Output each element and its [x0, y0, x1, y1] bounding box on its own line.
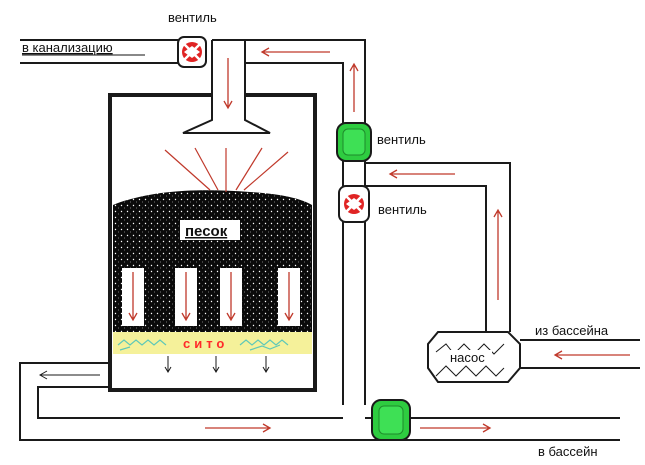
valve-green-top-icon[interactable] [336, 122, 372, 162]
pump-outlet-arrow-left [388, 169, 455, 179]
bottom-arrow-2 [420, 423, 492, 433]
sieve-label: сито [183, 336, 228, 351]
under-sieve-arrows [164, 356, 270, 373]
sand-label-bg [180, 220, 240, 240]
pump-icon [427, 331, 521, 383]
top-funnel [182, 40, 271, 134]
top-pipe-arrow [260, 47, 330, 57]
valve-top-label: вентиль [168, 10, 217, 25]
valve-top-icon[interactable] [177, 36, 207, 68]
bottom-arrow-1 [205, 423, 272, 433]
sewer-pipe [20, 39, 178, 64]
riser-pipe [342, 160, 366, 186]
valve-green-bottom-icon[interactable] [371, 399, 411, 441]
valve-middle-label: вентиль [378, 202, 427, 217]
outlet-arrow-left [38, 370, 100, 380]
valve-green-label: вентиль [377, 132, 426, 147]
pool-inlet-arrow [553, 350, 630, 360]
from-pool-label: из бассейна [535, 323, 609, 338]
pump-outlet-pipe [365, 162, 511, 332]
sand-label: песок [185, 223, 228, 240]
sieve [113, 332, 312, 354]
to-sewer-label: в канализацию [22, 40, 113, 55]
to-pool-label: в бассейн [538, 444, 598, 459]
pool-inlet-pipe [520, 339, 640, 369]
sand-flow-arrows [128, 272, 294, 322]
lower-riser [342, 222, 366, 405]
valve-middle-icon[interactable] [338, 185, 370, 223]
sieve-mesh [117, 339, 289, 351]
spray-arrows [164, 147, 289, 192]
pump-outlet-arrow-up [493, 208, 503, 300]
top-pipe [212, 39, 366, 124]
funnel-down-arrow [223, 58, 233, 110]
sand-layer [113, 190, 312, 332]
pump-label: насос [450, 350, 485, 365]
riser-up-arrow [349, 62, 359, 112]
